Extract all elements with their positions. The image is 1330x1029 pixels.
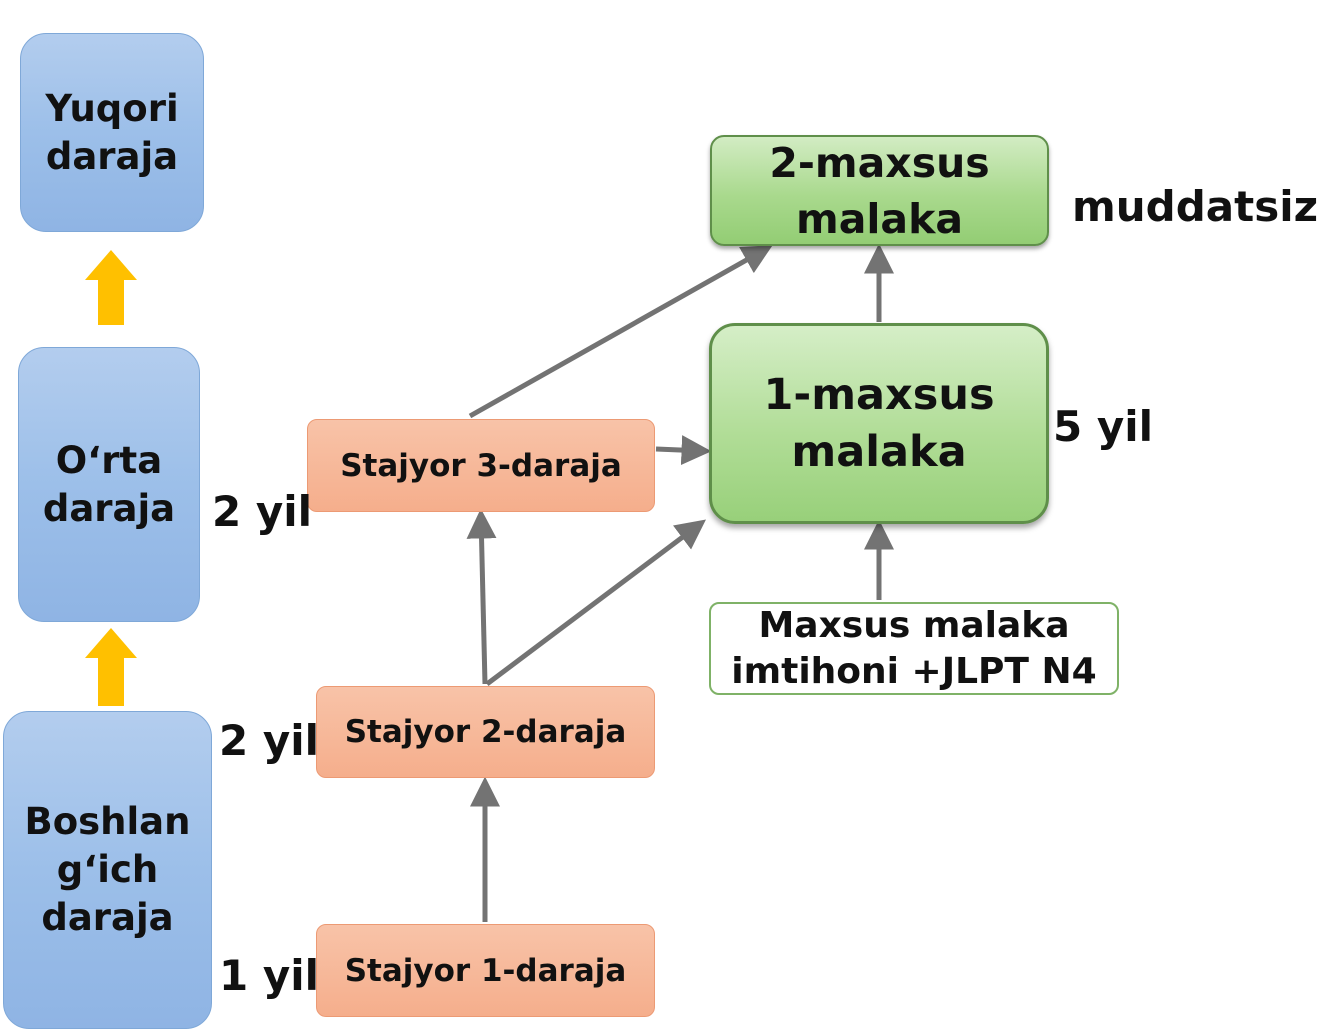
yellow-arrow-up-2 bbox=[85, 628, 137, 706]
arrow-stajyor3-to-special2 bbox=[468, 245, 773, 419]
arrow-stajyor2-to-stajyor3 bbox=[466, 508, 497, 685]
level-top-box: Yuqori daraja bbox=[20, 33, 204, 232]
stajyor-level3-box: Stajyor 3-daraja bbox=[307, 419, 655, 512]
level-beginner-box: Boshlan g‘ich daraja bbox=[3, 711, 212, 1029]
exam-requirement-box: Maxsus malaka imtihoni +JLPT N4 bbox=[709, 602, 1119, 695]
yellow-arrow-up-1 bbox=[85, 250, 137, 325]
level-middle-box: O‘rta daraja bbox=[18, 347, 200, 622]
stajyor-level1-box: Stajyor 1-daraja bbox=[316, 924, 655, 1017]
duration-special2: muddatsiz bbox=[1072, 182, 1319, 231]
arrow-stajyor2-to-special1 bbox=[485, 519, 706, 686]
special-qualification-2-box: 2-maxsus malaka bbox=[710, 135, 1049, 246]
special-qualification-1-box: 1-maxsus malaka bbox=[709, 323, 1049, 524]
stajyor-level2-box: Stajyor 2-daraja bbox=[316, 686, 655, 778]
duration-stajyor1: 1 yil bbox=[219, 951, 320, 1000]
duration-stajyor3: 2 yil bbox=[212, 487, 313, 536]
arrow-stajyor3-to-special1 bbox=[655, 435, 712, 466]
duration-stajyor2: 2 yil bbox=[219, 716, 320, 765]
duration-special1: 5 yil bbox=[1053, 402, 1154, 451]
